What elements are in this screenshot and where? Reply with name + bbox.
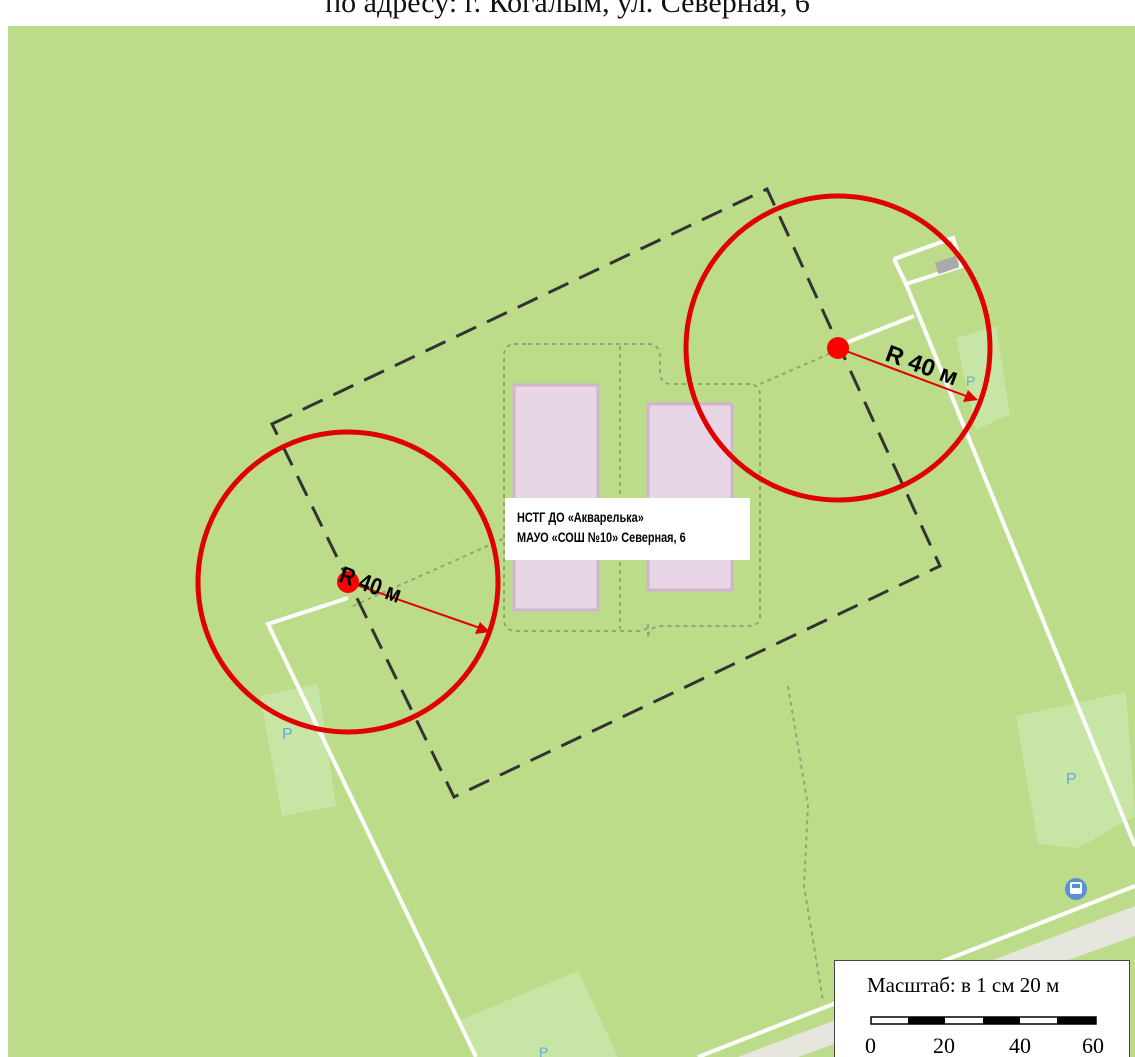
road-east-corner bbox=[892, 258, 908, 285]
scale-tick-40: 40 bbox=[1009, 1033, 1031, 1057]
parking-label-east: P bbox=[1066, 771, 1077, 788]
buffer-circle-west bbox=[195, 429, 501, 735]
road-west bbox=[265, 596, 478, 1057]
object-label-line-1: НСТГ ДО «Акварелька» bbox=[517, 509, 644, 525]
footpath-east bbox=[759, 349, 839, 385]
scale-legend: Масштаб: в 1 см 20 м 0 20 40 60 bbox=[834, 960, 1130, 1057]
scale-tick-0: 0 bbox=[865, 1033, 876, 1057]
parking-label-northeast: P bbox=[966, 373, 975, 389]
parking-area-east bbox=[1016, 692, 1135, 848]
map-canvas[interactable]: P P P P bbox=[8, 26, 1135, 1057]
radius-arrow-east bbox=[837, 347, 978, 402]
parking-area-northeast bbox=[956, 326, 1010, 430]
small-structure bbox=[934, 255, 960, 275]
parking-label-south: P bbox=[539, 1044, 548, 1057]
school-building-1 bbox=[512, 383, 600, 612]
school-building-2 bbox=[646, 402, 734, 592]
scale-tick-60: 60 bbox=[1082, 1033, 1104, 1057]
scale-tick-20: 20 bbox=[933, 1033, 955, 1057]
school-grounds-outline bbox=[503, 343, 761, 639]
object-label-line-2: МАУО «СОШ №10» Северная, 6 bbox=[517, 529, 686, 545]
site-boundary bbox=[269, 186, 942, 799]
road-east-spur bbox=[837, 314, 915, 348]
document-caption: по адресу: г. Когалым, ул. Северная, 6 bbox=[325, 0, 810, 19]
radius-arrow-west bbox=[347, 581, 490, 634]
object-label: НСТГ ДО «Акварелька» МАУО «СОШ №10» Севе… bbox=[505, 498, 750, 560]
entrance-point-east[interactable] bbox=[827, 337, 849, 359]
scale-bar bbox=[870, 1016, 1097, 1025]
buffer-circle-east bbox=[683, 193, 993, 503]
entrance-point-west[interactable] bbox=[337, 571, 359, 593]
scale-title: Масштаб: в 1 см 20 м bbox=[867, 973, 1060, 997]
map-frame[interactable]: P P P P bbox=[8, 26, 1135, 1057]
bus-stop-icon bbox=[1065, 878, 1087, 900]
parking-label-west: P bbox=[282, 726, 293, 743]
footpath-south bbox=[787, 685, 824, 1002]
parking-area-south bbox=[458, 971, 618, 1057]
road-east bbox=[893, 235, 1135, 847]
